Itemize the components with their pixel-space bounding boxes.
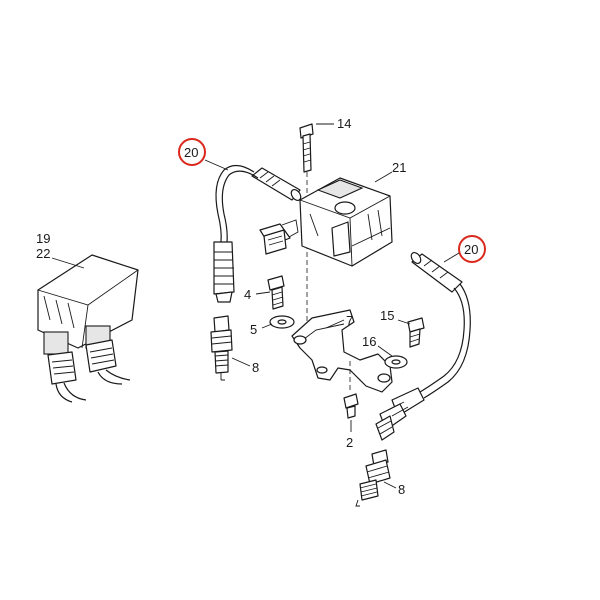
leader-8-right — [383, 481, 397, 489]
bolt-15[interactable] — [407, 317, 425, 348]
leader-19-22 — [51, 257, 85, 269]
ecu-module[interactable] — [37, 254, 139, 403]
label-4: 4 — [244, 287, 251, 302]
label-22: 22 — [36, 246, 50, 261]
label-19: 19 — [36, 231, 50, 246]
leader-7 — [325, 319, 345, 329]
leader-20-right — [443, 252, 460, 263]
spark-plug-lead-20-left[interactable] — [213, 164, 303, 303]
label-16: 16 — [362, 334, 376, 349]
leader-16 — [377, 345, 393, 357]
ecu-connector-left[interactable] — [47, 351, 87, 403]
label-20-left[interactable]: 20 — [184, 145, 198, 160]
label-20-right[interactable]: 20 — [464, 242, 478, 257]
leader-21 — [374, 171, 393, 183]
highlight-ring-20-left — [178, 138, 206, 166]
spark-plug-8-right[interactable] — [355, 449, 391, 507]
ecu-connector-right[interactable] — [85, 339, 131, 385]
leader-20-left — [204, 159, 229, 171]
mounting-bracket-7[interactable] — [291, 309, 393, 393]
leader-15 — [397, 319, 411, 325]
label-2: 2 — [346, 435, 353, 450]
label-5: 5 — [250, 322, 257, 337]
label-7: 7 — [346, 313, 353, 328]
label-15: 15 — [380, 308, 394, 323]
label-8-right: 8 — [398, 482, 405, 497]
label-14: 14 — [337, 116, 351, 131]
highlight-ring-20-right — [458, 235, 486, 263]
leader-5 — [261, 323, 273, 329]
leader-4 — [255, 291, 271, 295]
spark-plug-8-left[interactable] — [210, 315, 233, 381]
washer-16[interactable] — [384, 355, 408, 369]
washer-5[interactable] — [269, 315, 295, 329]
screw-2[interactable] — [343, 393, 359, 419]
label-8-left: 8 — [252, 360, 259, 375]
label-21: 21 — [392, 160, 406, 175]
spark-plug-lead-20-right[interactable] — [375, 251, 471, 441]
bolt-14[interactable] — [299, 123, 314, 173]
coil-connector-plug[interactable] — [259, 219, 299, 255]
screw-4[interactable] — [267, 275, 285, 310]
leader-8-left — [231, 357, 251, 367]
ignition-coil-21[interactable] — [299, 177, 393, 267]
